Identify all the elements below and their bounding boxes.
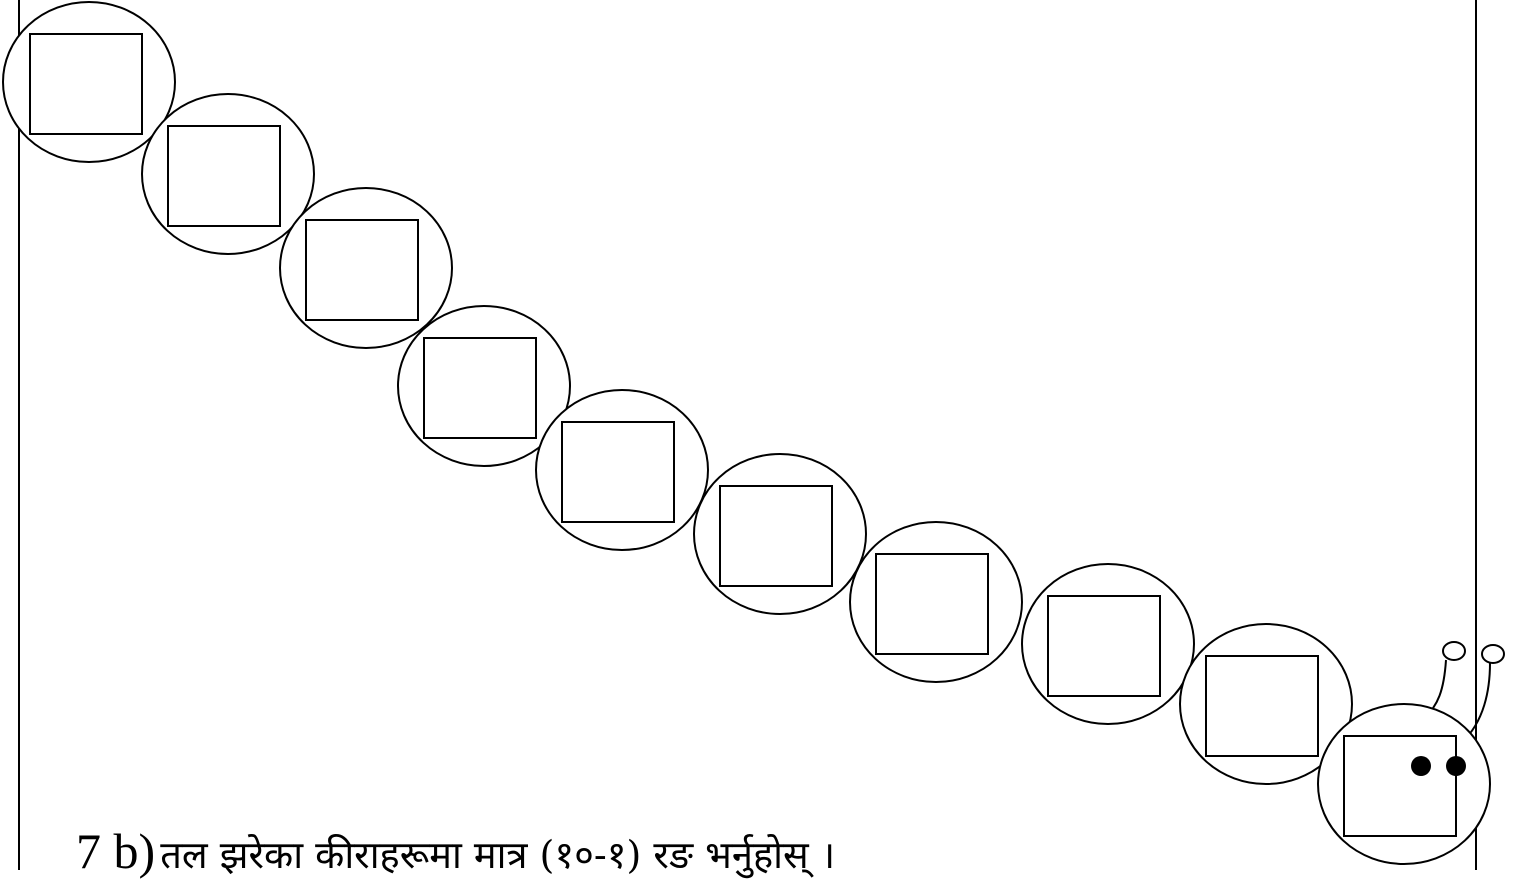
- caterpillar-segment: [280, 188, 452, 348]
- caterpillar-segment: [694, 454, 866, 614]
- question-instruction: तल झरेका कीराहरूमा मात्र (१०-१) रङ भर्नु…: [160, 833, 835, 877]
- answer-box[interactable]: [720, 486, 832, 586]
- answer-box[interactable]: [168, 126, 280, 226]
- answer-box[interactable]: [1048, 596, 1160, 696]
- caterpillar-segment: [142, 94, 314, 254]
- question-line: 7 b) तल झरेका कीराहरूमा मात्र (१०-१) रङ …: [76, 826, 835, 876]
- answer-box[interactable]: [876, 554, 988, 654]
- caterpillar-segment: [3, 2, 175, 162]
- answer-box[interactable]: [306, 220, 418, 320]
- answer-box[interactable]: [1206, 656, 1318, 756]
- caterpillar-head: [1318, 704, 1490, 864]
- answer-box[interactable]: [30, 34, 142, 134]
- eye-icon: [1446, 756, 1466, 776]
- eye-icon: [1411, 756, 1431, 776]
- answer-box[interactable]: [562, 422, 674, 522]
- question-number: 7 b): [76, 823, 155, 879]
- caterpillar-segment: [1022, 564, 1194, 724]
- caterpillar-segment: [536, 390, 708, 550]
- answer-box[interactable]: [424, 338, 536, 438]
- caterpillar-segment: [850, 522, 1022, 682]
- answer-box[interactable]: [1344, 736, 1456, 836]
